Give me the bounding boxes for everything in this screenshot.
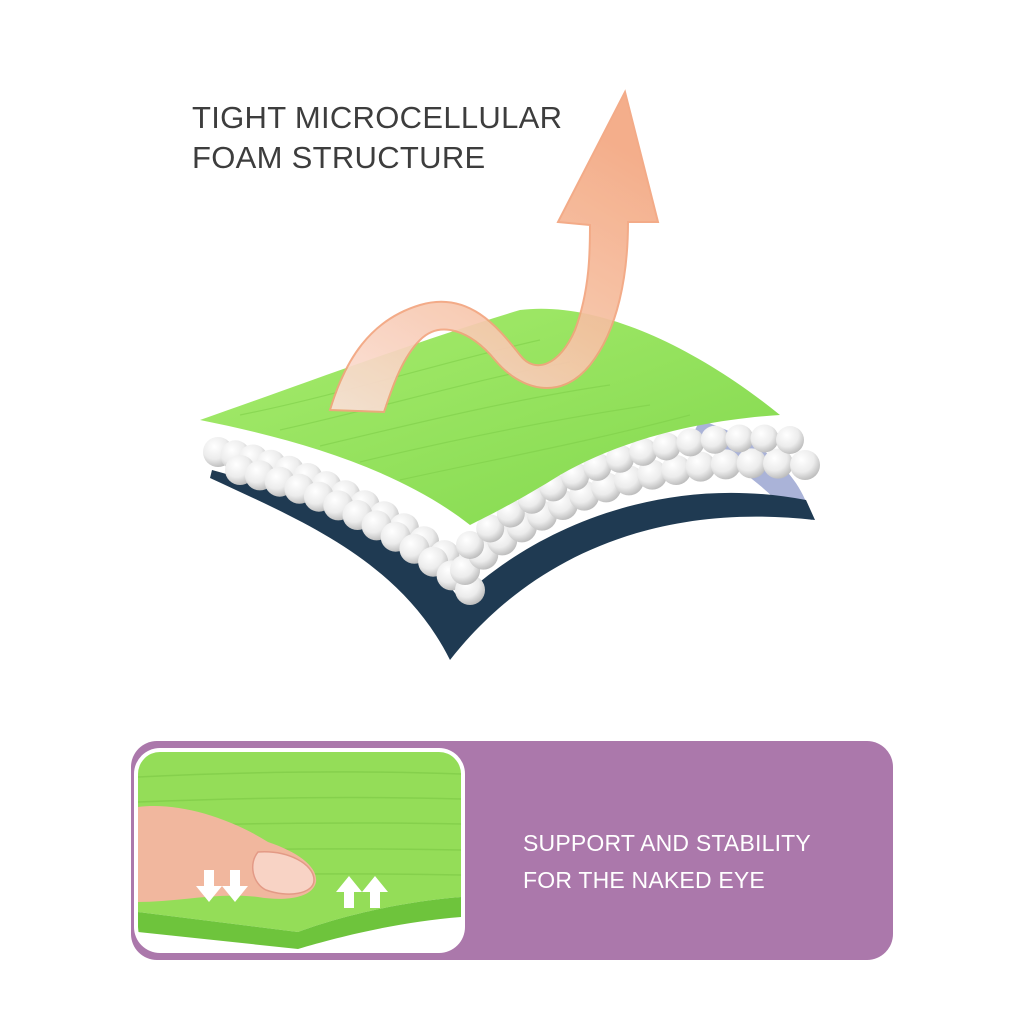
curved-up-arrow-icon [328,89,660,414]
rebound-up-arrows-icon [336,876,388,908]
banner-text: SUPPORT AND STABILITY FOR THE NAKED EYE [523,825,863,899]
foam-ball [456,531,484,559]
foam-ball [606,444,634,473]
foam-ball [685,451,716,482]
finger-press-photo [138,752,461,949]
foam-ball [750,424,779,453]
foam-layer-illustration [200,89,820,660]
foam-ball [776,426,804,454]
foam-ball [613,465,644,496]
foam-ball [676,428,705,457]
foam-ball [629,437,658,466]
headline-line-1: TIGHT MICROCELLULAR [192,100,563,135]
foam-ball [700,425,729,454]
foam-ball [637,459,668,490]
mat-base-layer [210,470,815,660]
foam-ball [661,455,692,485]
banner-line-1: SUPPORT AND STABILITY [523,830,811,856]
banner-line-2: FOR THE NAKED EYE [523,867,765,893]
press-down-arrows-icon [196,870,248,902]
foam-ball [725,424,754,453]
headline: TIGHT MICROCELLULAR FOAM STRUCTURE [192,98,612,178]
foam-ball [736,448,767,479]
foam-ball [476,514,505,543]
feature-banner: SUPPORT AND STABILITY FOR THE NAKED EYE [131,741,893,960]
mat-press-photo [138,752,461,949]
foam-ball [583,452,612,481]
foam-balls [203,424,820,605]
foam-ball [710,449,741,480]
foam-ball [790,450,820,480]
foam-ball [763,448,793,479]
headline-line-2: FOAM STRUCTURE [192,140,486,175]
foam-ball [652,432,681,461]
mat-top-layer [200,308,780,525]
